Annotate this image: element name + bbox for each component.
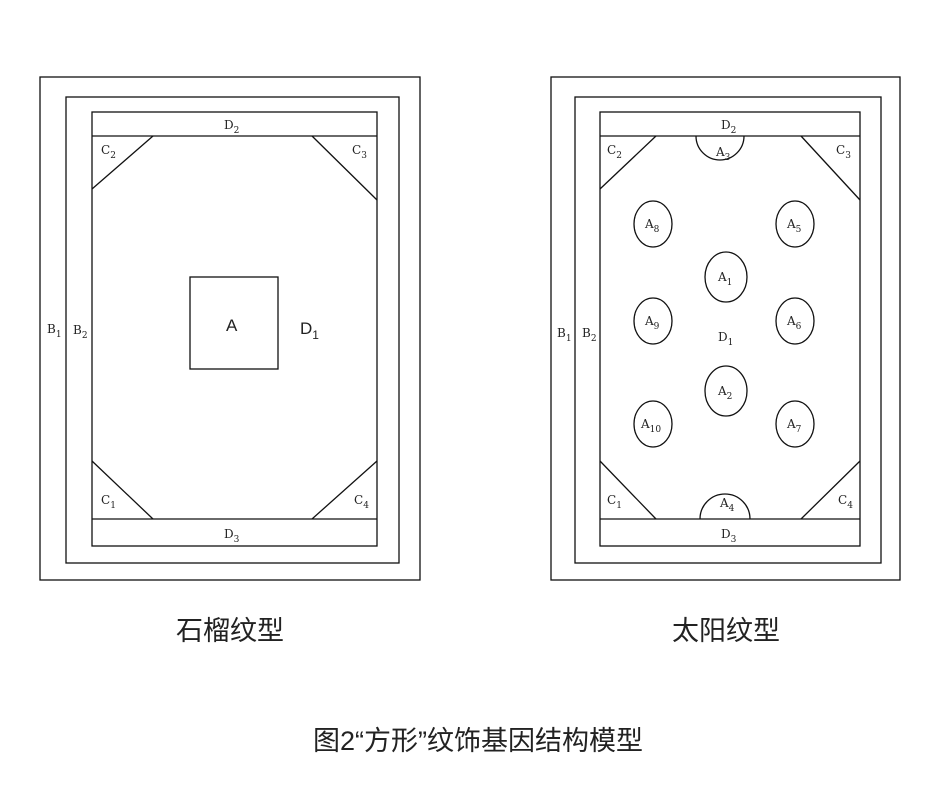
field-d1 [599,111,861,547]
center-square-a [189,276,279,370]
label-c2: C2 [101,143,116,161]
label-subscript: 1 [727,278,733,288]
half-circle-a3 [695,135,745,161]
label-d1: D1 [300,319,319,342]
label-a8: A8 [644,217,660,235]
titles: 石榴纹型 太阳纹型 图2“方形”纹饰基因结构模型 [176,616,780,756]
circle-a5 [775,200,815,248]
label-subscript: 1 [110,501,116,511]
label-a1: A1 [717,270,732,288]
label-subscript: 2 [727,392,733,402]
label-a6: A6 [786,314,802,332]
border-b2 [65,96,400,564]
label-a2: A2 [717,384,732,402]
circle-a7 [775,400,815,448]
field-d1 [91,111,378,547]
label-subscript: 3 [361,151,367,161]
label-b2: B2 [73,323,88,341]
label-subscript: 1 [56,330,62,340]
label-c4: C4 [838,493,853,511]
circle-a1 [704,251,748,303]
corner-c4-diagonal [800,460,861,520]
label-c4: C4 [354,493,369,511]
label-subscript: 1 [566,334,572,344]
label-a7: A7 [786,417,802,435]
label-subscript: 8 [654,225,660,235]
label-b2: B2 [582,326,597,344]
label-b1: B1 [557,326,572,344]
label-subscript: 1 [312,328,319,342]
label-c3: C3 [836,143,851,161]
sun-labels: B1 B2 D2 D3 C2 C3 C1 C4 D1 A3 A1 A2 A4 A… [557,118,853,545]
label-subscript: 2 [591,334,597,344]
corner-c2-diagonal [599,135,657,190]
label-subscript: 2 [110,151,116,161]
label-a10: A10 [640,417,661,435]
label-a9: A9 [644,314,660,332]
label-d3: D3 [721,527,737,545]
label-d2: D2 [721,118,736,136]
pomegranate-panel [39,76,421,581]
circle-a2 [704,365,748,417]
sun-panel [550,76,901,581]
corner-c3-diagonal [311,135,378,201]
panel-title-left: 石榴纹型 [176,616,284,646]
label-subscript: 7 [796,425,802,435]
circle-a8 [633,200,673,248]
label-subscript: 9 [654,322,660,332]
label-a5: A5 [786,217,802,235]
label-subscript: 3 [845,151,851,161]
circle-a6 [775,297,815,345]
border-b1 [550,76,901,581]
label-b1: B1 [47,322,62,340]
panel-title-right: 太阳纹型 [672,616,780,646]
label-subscript: 2 [234,126,240,136]
pomegranate-labels-sans: A D1 [226,316,319,342]
label-a4: A4 [719,496,735,514]
label-subscript: 4 [847,501,853,511]
label-subscript: 6 [796,322,802,332]
corner-c4-diagonal [311,460,378,520]
label-subscript: 2 [616,151,622,161]
label-subscript: 4 [363,501,369,511]
circle-a10 [633,400,673,448]
label-subscript: 1 [616,501,622,511]
label-d1: D1 [718,330,733,348]
figure-caption: 图2“方形”纹饰基因结构模型 [313,726,643,756]
pomegranate-labels: B1 B2 D2 D3 C2 C3 C1 C4 [47,118,369,545]
border-b2 [574,96,882,564]
label-c1: C1 [101,493,116,511]
label-c3: C3 [352,143,367,161]
label-d3: D3 [224,527,240,545]
label-d2: D2 [224,118,239,136]
label-c2: C2 [607,143,622,161]
label-subscript: 3 [725,153,731,163]
corner-c1-diagonal [91,460,154,520]
half-circle-a4 [699,493,751,520]
circle-a9 [633,297,673,345]
label-c1: C1 [607,493,622,511]
corner-c2-diagonal [91,135,154,190]
label-subscript: 10 [650,425,662,435]
label-subscript: 4 [729,504,735,514]
label-a: A [226,316,238,335]
label-subscript: 5 [796,225,802,235]
label-subscript: 2 [82,331,88,341]
corner-c3-diagonal [800,135,861,201]
label-subscript: 1 [728,338,734,348]
label-subscript: 2 [731,126,737,136]
corner-c1-diagonal [599,460,657,520]
label-a3: A3 [715,145,731,163]
label-subscript: 3 [234,535,240,545]
label-subscript: 3 [731,535,737,545]
border-b1 [39,76,421,581]
